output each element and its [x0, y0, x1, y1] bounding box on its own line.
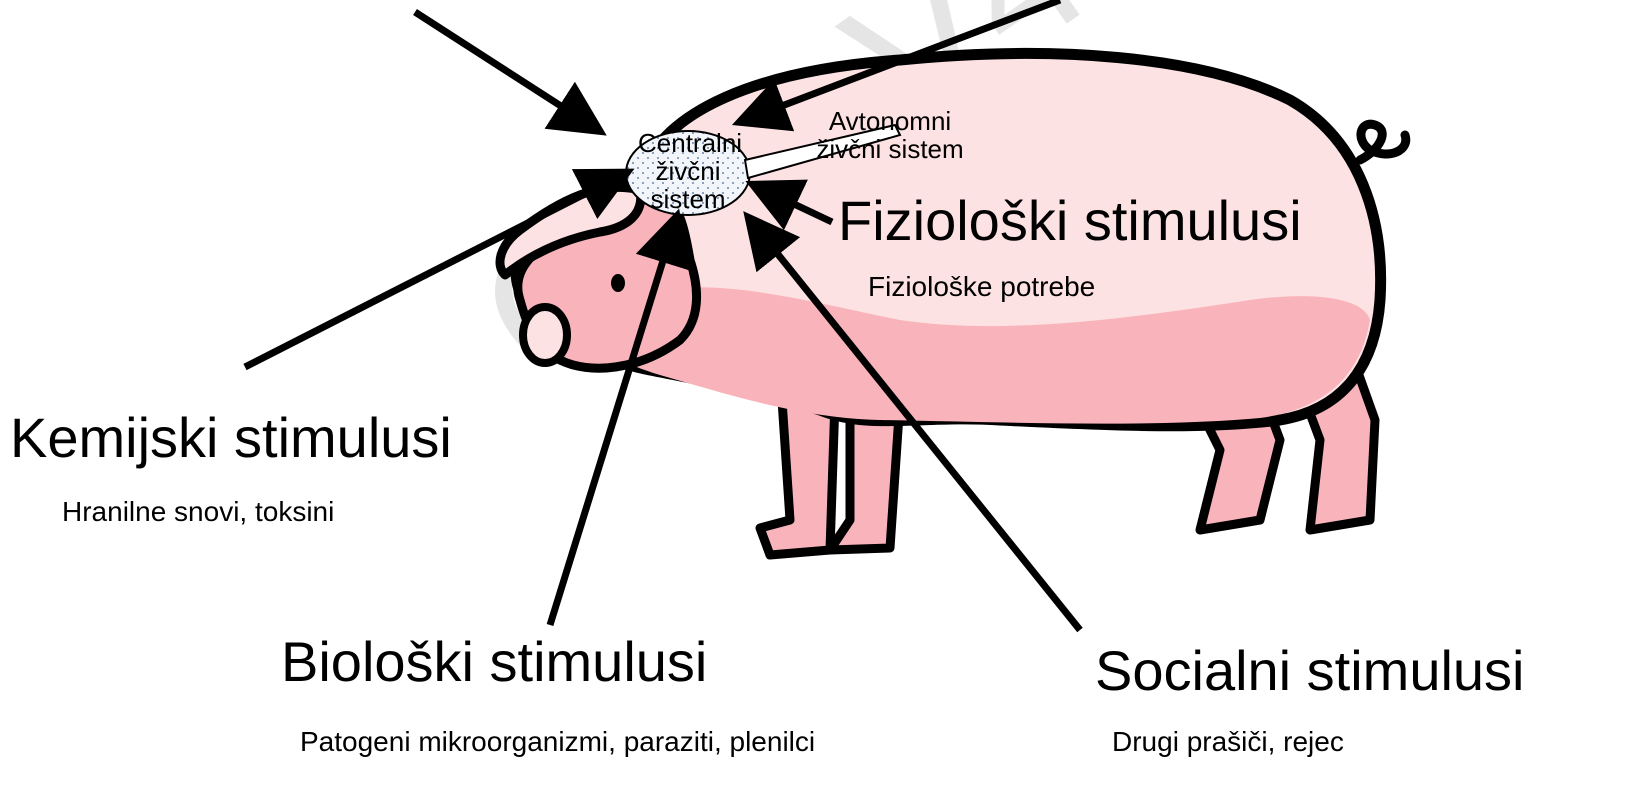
social-stimuli-title: Socialni stimulusi	[1095, 643, 1525, 699]
social-stimuli-subtitle: Drugi prašiči, rejec	[1112, 728, 1344, 756]
chemical-stimuli-title: Kemijski stimulusi	[10, 410, 452, 466]
cns-line2: živčni	[638, 158, 738, 184]
ans-line1: Avtonomni	[795, 108, 985, 134]
biological-stimuli-title: Biološki stimulusi	[281, 634, 707, 690]
pig-tail	[1360, 124, 1406, 160]
biological-stimuli-subtitle: Patogeni mikroorganizmi, paraziti, pleni…	[300, 728, 815, 756]
physiological-stimuli-title: Fiziološki stimulusi	[838, 193, 1302, 249]
physiological-stimuli-subtitle: Fiziološke potrebe	[868, 273, 1095, 301]
ans-line2: živčni sistem	[795, 136, 985, 162]
cns-label: Centralni živčni sistem	[638, 130, 738, 212]
cns-line1: Centralni	[638, 130, 738, 156]
ans-label: Avtonomni živčni sistem	[795, 108, 985, 162]
arrow-top-left	[415, 12, 595, 128]
cns-line3: sistem	[638, 186, 738, 212]
chemical-stimuli-subtitle: Hranilne snovi, toksini	[62, 498, 334, 526]
pig-snout	[523, 307, 567, 363]
pig-eye	[611, 274, 625, 292]
